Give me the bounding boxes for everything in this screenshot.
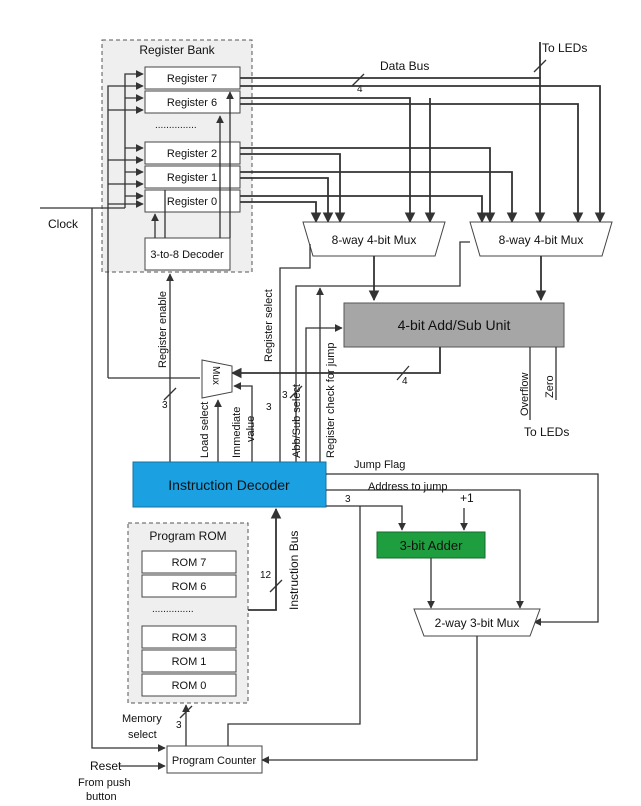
rom-1: ROM 1	[141, 649, 237, 673]
mux-b-select-line	[295, 241, 470, 462]
data-bus-width: 4	[357, 84, 363, 95]
width-label-a: 3	[162, 400, 168, 411]
svg-text:ROM 3: ROM 3	[172, 632, 207, 644]
svg-text:8-way 4-bit Mux: 8-way 4-bit Mux	[332, 233, 417, 247]
register-select-label: Register select	[263, 289, 275, 362]
alu-result-line	[230, 347, 441, 379]
instruction-decoder: Instruction Decoder	[132, 461, 327, 508]
svg-text:ROM 7: ROM 7	[172, 557, 207, 569]
svg-text:Register 0: Register 0	[167, 196, 217, 208]
width-label-d: 3	[345, 494, 351, 505]
register-1: Register 1	[144, 165, 241, 189]
width-label-b: 3	[282, 390, 288, 401]
width-slash-a	[163, 387, 177, 401]
mux-a-select-line	[279, 244, 311, 462]
add-sub-select-line	[305, 324, 343, 462]
add-sub-select-label: Abb/Sub select	[291, 384, 303, 458]
rom-0: ROM 0	[141, 673, 237, 697]
plus-one-label: +1	[460, 491, 474, 505]
instruction-bus-line	[248, 507, 282, 611]
small-mux: Mux	[201, 359, 233, 399]
two-way-mux: 2-way 3-bit Mux	[413, 608, 541, 637]
immediate-to-mux	[233, 382, 253, 462]
register-0: Register 0	[144, 189, 241, 213]
rom-dots: ...............	[152, 604, 194, 615]
instruction-bus-slash	[269, 579, 283, 593]
svg-text:ROM 0: ROM 0	[172, 680, 207, 692]
register-2: Register 2	[144, 141, 241, 165]
svg-text:value: value	[245, 416, 257, 442]
register-output-lines	[240, 42, 606, 224]
register-enable-label: Register enable	[157, 291, 169, 368]
mux-to-pc	[261, 636, 478, 764]
memory-select-label: Memory select	[122, 713, 162, 741]
svg-text:8-way 4-bit Mux: 8-way 4-bit Mux	[499, 233, 584, 247]
three-to-eight-decoder: 3-to-8 Decoder	[144, 237, 231, 271]
svg-text:button: button	[86, 791, 117, 803]
register-7: Register 7	[144, 66, 241, 90]
svg-text:Mux: Mux	[210, 366, 221, 385]
flag-lines	[529, 347, 557, 420]
decoder-enable-lines	[151, 91, 234, 462]
svg-text:Memory: Memory	[122, 713, 162, 725]
memory-select-slash	[179, 705, 193, 719]
alu-result-width: 4	[402, 376, 408, 387]
add-sub-unit: 4-bit Add/Sub Unit	[343, 302, 565, 348]
program-rom-title: Program ROM	[149, 529, 226, 543]
register-dots: ...............	[155, 120, 197, 131]
program-counter: Program Counter	[166, 745, 263, 774]
rom-6: ROM 6	[141, 574, 237, 598]
rom-3: ROM 3	[141, 625, 237, 649]
immediate-value-label: Immediate value	[231, 407, 257, 458]
svg-text:3-bit Adder: 3-bit Adder	[400, 538, 464, 553]
svg-text:From push: From push	[78, 777, 131, 789]
overflow-label: Overflow	[519, 373, 531, 416]
jump-flag-label: Jump Flag	[354, 459, 405, 471]
svg-text:3-to-8 Decoder: 3-to-8 Decoder	[150, 249, 224, 261]
svg-text:Instruction Decoder: Instruction Decoder	[168, 477, 290, 493]
svg-text:Register 1: Register 1	[167, 172, 217, 184]
instruction-bus-width: 12	[260, 570, 272, 581]
svg-text:Register 7: Register 7	[167, 73, 217, 85]
svg-text:Register 2: Register 2	[167, 148, 217, 160]
to-leds-bottom-label: To LEDs	[524, 425, 569, 439]
data-bus-slash	[351, 73, 365, 87]
register-bank-title: Register Bank	[139, 43, 215, 57]
load-select-label: Load select	[199, 402, 211, 458]
rom-7: ROM 7	[141, 550, 237, 574]
svg-text:4-bit Add/Sub Unit: 4-bit Add/Sub Unit	[398, 317, 511, 333]
reset-label: Reset	[90, 759, 122, 773]
clock-wiring	[40, 70, 200, 752]
memory-select-width: 3	[176, 720, 182, 731]
alu-result-slash	[396, 365, 410, 381]
svg-text:2-way 3-bit Mux: 2-way 3-bit Mux	[435, 616, 520, 630]
mux-a: 8-way 4-bit Mux	[302, 221, 446, 257]
register-6: Register 6	[144, 90, 241, 114]
jump-lines	[326, 473, 599, 626]
clock-label: Clock	[48, 217, 79, 231]
to-leds-top-label: To LEDs	[542, 41, 587, 55]
svg-text:ROM 6: ROM 6	[172, 581, 207, 593]
instruction-bus-label: Instruction Bus	[287, 531, 301, 610]
svg-text:Immediate: Immediate	[231, 407, 243, 458]
register-check-label: Register check for jump	[325, 342, 337, 458]
svg-text:Program Counter: Program Counter	[172, 755, 257, 767]
svg-text:select: select	[128, 729, 157, 741]
zero-label: Zero	[544, 375, 556, 398]
pc-feedback	[227, 506, 361, 748]
width-label-c: 3	[266, 402, 272, 413]
svg-text:Register 6: Register 6	[167, 97, 217, 109]
svg-text:ROM 1: ROM 1	[172, 656, 207, 668]
data-bus-label: Data Bus	[380, 59, 429, 73]
address-to-jump-label: Address to jump	[368, 481, 447, 493]
three-bit-adder: 3-bit Adder	[376, 531, 486, 559]
mux-b: 8-way 4-bit Mux	[469, 221, 613, 257]
width-slash-b	[289, 385, 303, 399]
from-push-button-label: From push button	[78, 777, 131, 803]
